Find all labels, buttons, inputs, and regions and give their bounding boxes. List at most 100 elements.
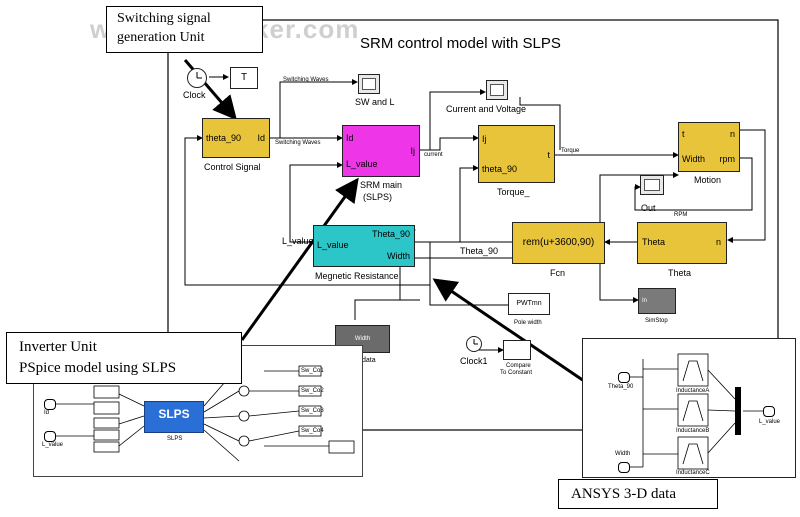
cv-scope-block[interactable]: [486, 80, 508, 100]
signal-theta-90: Theta_90: [460, 246, 499, 256]
signal-torque: Torque: [561, 148, 580, 154]
callout-inverter-unit: Inverter Unit PSpice model using SLPS: [6, 332, 242, 384]
callout-inverter-line2: PSpice model using SLPS: [19, 360, 177, 376]
inverter-in1-port: [44, 399, 56, 410]
inverter-in1-label: Id: [44, 410, 50, 416]
motion-in1: t: [682, 129, 685, 139]
inverter-in2-port: [44, 431, 56, 442]
ansys-mux-bar: [735, 387, 741, 435]
sw-scope-block[interactable]: [358, 74, 380, 94]
pole-width-block[interactable]: PWTmn: [508, 293, 550, 315]
t-display-text: T: [240, 72, 248, 83]
ansys-out-label: L_value: [759, 419, 781, 425]
inverter-sw-label-2: Sw_Co2: [301, 388, 324, 394]
data-block-label: data: [362, 357, 376, 364]
ansys-wiring: [628, 353, 763, 470]
fcn-expr: rem(u+3600,90): [522, 237, 595, 248]
magnetic-resistance-block[interactable]: L_value Theta_90 Width: [313, 225, 415, 267]
callout-switching-unit: Switching signal generation Unit: [106, 6, 263, 53]
clock-block[interactable]: [187, 68, 207, 88]
slps-block[interactable]: SLPS: [144, 401, 204, 433]
inverter-wiring: [54, 365, 355, 462]
srm-main-block[interactable]: Id L_value Ij: [342, 125, 420, 177]
clock-icon: [473, 339, 478, 345]
srm-main-out: Ij: [410, 146, 416, 156]
signal-current: current: [424, 152, 443, 158]
signal-l-value: L_value: [282, 236, 314, 246]
srm-main-label2: (SLPS): [363, 192, 393, 202]
clock1-label: Clock1: [460, 356, 488, 366]
srm-main-in2: L_value: [346, 159, 378, 169]
theta-in: Theta: [642, 237, 666, 247]
inverter-in2-label: L_value: [42, 442, 64, 448]
t-display-block[interactable]: T: [230, 67, 258, 89]
magnetic-in: L_value: [317, 240, 349, 250]
slps-text: SLPS: [158, 407, 190, 421]
ansys-in2-port: [618, 462, 630, 473]
torque-in1: Ij: [482, 134, 487, 144]
motion-label: Motion: [694, 175, 722, 185]
clock1-block[interactable]: [466, 336, 482, 352]
compare-label2: To Constant: [500, 370, 533, 376]
fcn-label: Fcn: [550, 268, 566, 278]
pole-width-label: Pole width: [514, 320, 542, 326]
magnetic-label: Megnetic Resistance: [315, 271, 399, 281]
srm-main-label1: SRM main: [360, 180, 403, 190]
simstop-port: In: [642, 298, 648, 304]
magnetic-out1: Theta_90: [371, 229, 410, 239]
sw-scope-label: SW and L: [355, 97, 395, 107]
callout-switching-line1: Switching signal: [117, 11, 211, 26]
theta-out: n: [715, 237, 721, 247]
signal-rpm: RPM: [674, 212, 688, 218]
control-signal-in: theta_90: [206, 133, 242, 143]
ansys-in2-label: Width: [615, 451, 631, 457]
simstop-block[interactable]: In: [638, 288, 676, 314]
control-signal-label: Control Signal: [204, 162, 261, 172]
model-frame: [167, 19, 779, 431]
magnetic-out2: Width: [386, 251, 410, 261]
signal-switching-waves-1: Switching Waves: [283, 77, 329, 83]
theta-block[interactable]: Theta n: [637, 222, 727, 264]
slps-sub-label: SLPS: [167, 436, 183, 442]
motion-out2: rpm: [719, 154, 736, 164]
scope-screen-icon: [644, 179, 660, 191]
compare-block[interactable]: [503, 340, 531, 360]
ansys-lut-label-a: InductanceA: [676, 388, 710, 394]
ansys-detail-panel: Theta_90 Width L_value InductanceA Induc…: [582, 338, 796, 478]
fcn-block[interactable]: rem(u+3600,90): [512, 222, 605, 264]
theta-label: Theta: [668, 268, 692, 278]
torque-in2: theta_90: [482, 164, 518, 174]
srm-main-in1: Id: [346, 133, 354, 143]
clock-label: Clock: [183, 90, 206, 100]
out-scope-block[interactable]: [640, 175, 664, 195]
ansys-lut-label-b: InductanceB: [676, 428, 710, 434]
callout-ansys-data: ANSYS 3-D data: [558, 479, 718, 509]
torque-label: Torque_: [497, 187, 530, 197]
control-signal-out: Id: [257, 133, 265, 143]
ansys-in1-port: [618, 372, 630, 383]
callout-ansys-text: ANSYS 3-D data: [571, 486, 676, 502]
torque-block[interactable]: Ij theta_90 t: [478, 125, 555, 183]
data-block-text: Width: [354, 336, 371, 342]
ansys-in1-label: Theta_90: [608, 384, 634, 390]
callout-switching-line2: generation Unit: [117, 30, 205, 45]
out-scope-label: Out: [641, 203, 656, 213]
scope-screen-icon: [362, 78, 376, 90]
clock-icon: [196, 72, 202, 79]
motion-in2: Width: [682, 154, 706, 164]
inverter-sw-label-4: Sw_Co4: [301, 428, 324, 434]
motion-block[interactable]: t Width n rpm: [678, 122, 740, 172]
scope-screen-icon: [490, 84, 504, 96]
ansys-lut-label-c: InductanceC: [676, 470, 710, 476]
callout-inverter-line1: Inverter Unit: [19, 339, 97, 355]
cv-scope-label: Current and Voltage: [446, 104, 527, 114]
compare-label1: Compare: [506, 363, 531, 369]
inverter-sw-label-1: Sw_Co1: [301, 368, 324, 374]
control-signal-block[interactable]: theta_90 Id: [202, 118, 270, 158]
ansys-out-port: [763, 406, 775, 417]
torque-out: t: [547, 150, 550, 160]
pole-width-text: PWTmn: [516, 300, 542, 307]
model-title: SRM control model with SLPS: [360, 35, 561, 52]
